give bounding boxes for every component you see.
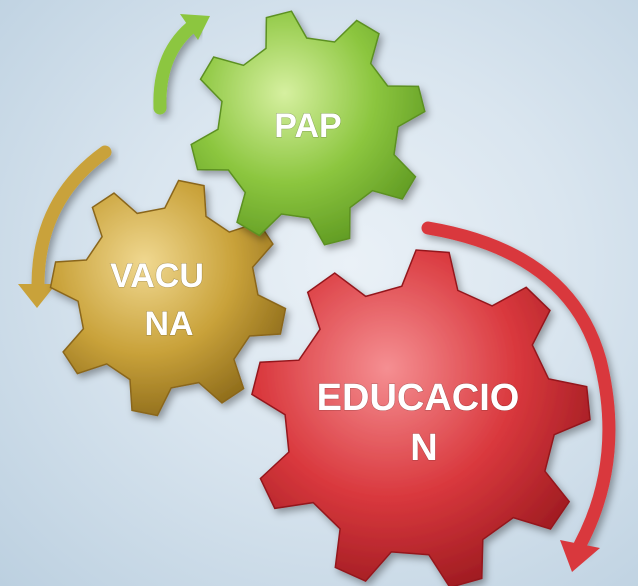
cycle-arrow-gold	[18, 145, 112, 308]
gear-vacuna-label-line-1: VACU	[110, 257, 204, 295]
gear-pap-label: PAP	[274, 107, 341, 145]
gear-vacuna-label-line-2: NA	[144, 305, 193, 343]
arrow-gold-shaft	[31, 145, 112, 292]
arrow-red-head	[560, 540, 600, 572]
cycle-arrow-red	[421, 221, 616, 572]
arrow-green-head	[180, 14, 210, 40]
gear-educacion: EDUCACIO N	[251, 249, 591, 586]
gear-educacion-label-line-2: N	[410, 427, 437, 469]
gear-educacion-label-line-1: EDUCACIO	[317, 377, 520, 419]
cycle-arrow-green	[153, 14, 210, 115]
arrow-gold-head	[18, 284, 56, 308]
arrow-green-shaft	[153, 17, 202, 115]
gear-vacuna: VACU NA	[49, 179, 287, 417]
arrow-red-shaft	[421, 221, 616, 552]
gear-pap: PAP	[190, 10, 426, 246]
